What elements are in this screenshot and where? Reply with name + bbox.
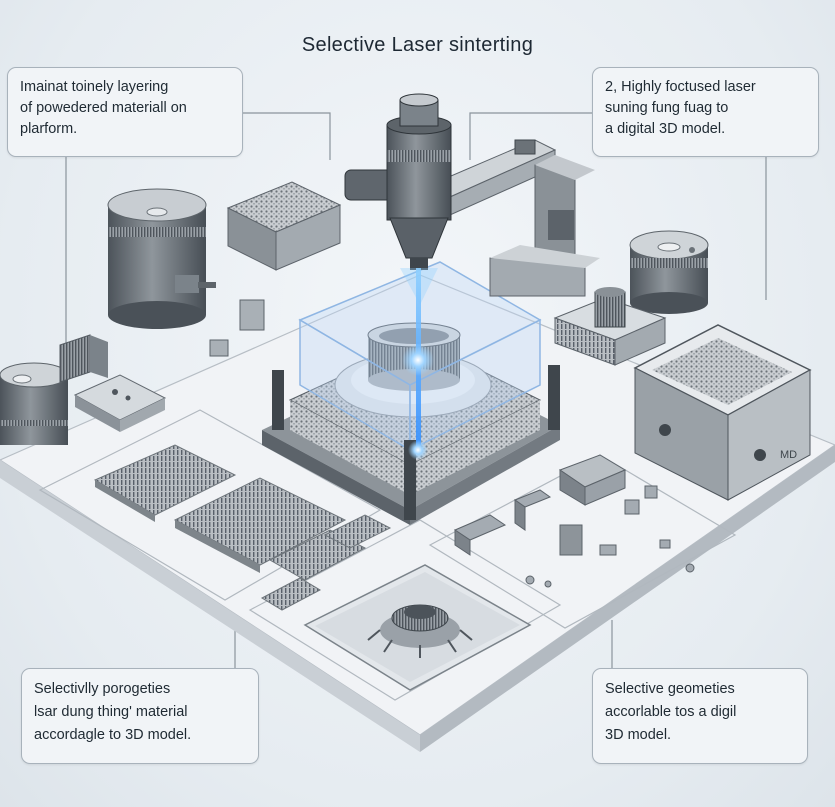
callout-line: of powedered materiall on xyxy=(20,100,187,116)
diagram-title: Selective Laser sinterting xyxy=(301,34,534,56)
powder-tile-small xyxy=(260,514,392,611)
callout-selective-fusing: Selectivlly porogeties lsar dung thing' … xyxy=(21,668,259,764)
laser-beam xyxy=(400,268,438,460)
small-parts-cluster xyxy=(453,454,695,588)
callout-line: plarform. xyxy=(20,121,78,137)
callout-line: accordagle to 3D model. xyxy=(34,727,192,743)
stacked-layers xyxy=(553,287,667,366)
sample-tray xyxy=(73,374,167,432)
callout-line: a digital 3D model. xyxy=(605,121,726,137)
callout-line: Selective geometies xyxy=(605,681,735,697)
build-chamber xyxy=(262,261,560,525)
finned-block xyxy=(59,334,108,383)
callout-focused-laser: 2, Highly foctused laser suning fung fua… xyxy=(592,67,819,157)
callout-line: lsar dung thing' material xyxy=(34,704,188,720)
bin-label: MD xyxy=(780,449,797,461)
laser-head xyxy=(344,93,452,270)
callout-line: 2, Highly foctused laser xyxy=(605,79,756,95)
connector-top-left xyxy=(243,112,331,160)
powder-feed-box xyxy=(226,181,342,271)
callout-line: Imainat toinely layering xyxy=(20,79,169,95)
platform-panels xyxy=(38,409,737,701)
small-bracket xyxy=(209,299,265,357)
spare-cylinder xyxy=(0,362,69,445)
callout-selective-geometries: Selective geometies accorlable tos a dig… xyxy=(592,668,808,764)
powder-tile-medium xyxy=(173,477,347,573)
callout-powder-layering: Imainat toinely layering of powedered ma… xyxy=(7,67,243,157)
sintered-part-plate xyxy=(303,564,532,691)
powder-tile-large xyxy=(93,444,237,522)
callout-line: accorlable tos a digil xyxy=(605,704,737,720)
right-cylinder xyxy=(629,230,709,314)
callout-line: Selectivlly porogeties xyxy=(34,681,171,697)
powder-hopper-cylinder xyxy=(107,188,216,329)
callout-line: suning fung fuag to xyxy=(605,100,729,116)
powder-bin: MD xyxy=(633,324,812,501)
connector-top-right xyxy=(469,112,592,160)
callout-line: 3D model. xyxy=(605,727,672,743)
